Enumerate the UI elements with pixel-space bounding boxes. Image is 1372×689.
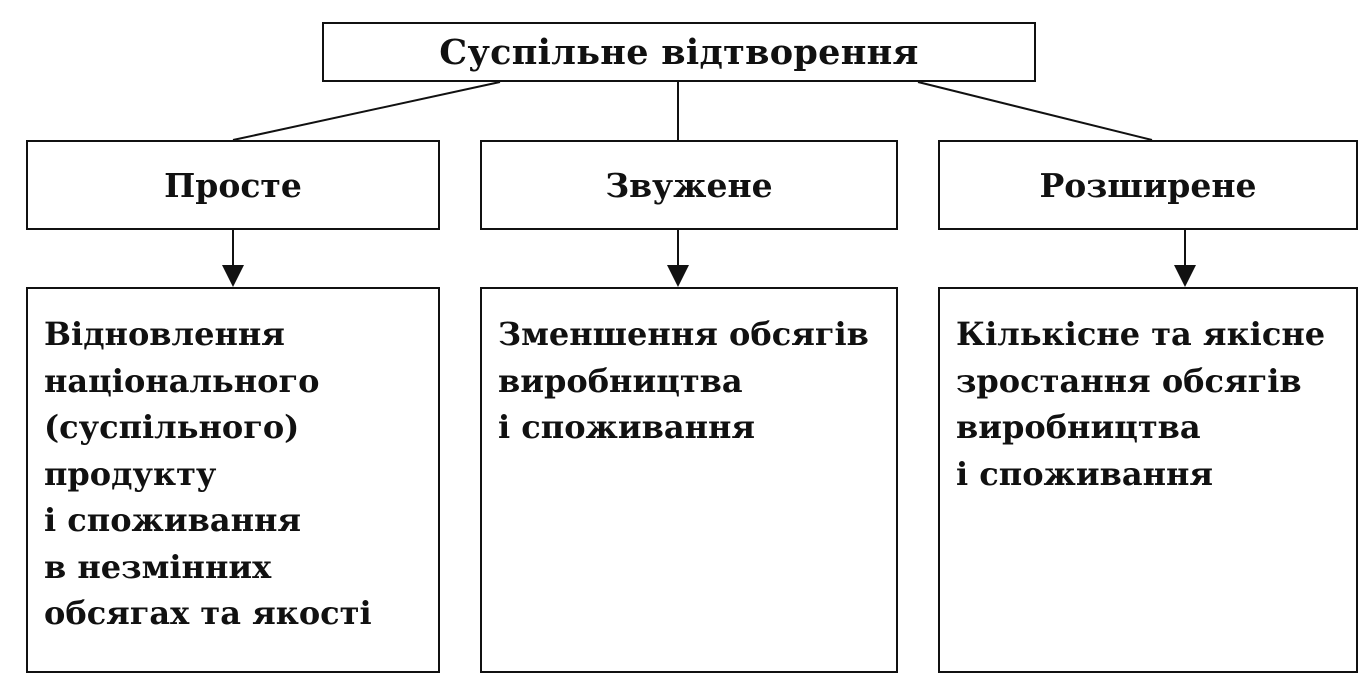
description-line: зростання обсягів (956, 361, 1302, 400)
type-label-proste: Просте (164, 165, 302, 205)
description-line: Кількісне та якісне (956, 315, 1326, 353)
description-line: Відновлення (44, 315, 285, 353)
description-line: і споживання (956, 454, 1214, 493)
arrowhead-zvuzhene-icon (667, 265, 689, 287)
description-box-rozshyrene: Кількісне та якісне зростання обсягів ви… (938, 287, 1358, 673)
description-line: і споживання (44, 501, 302, 539)
connector-root-to-proste (232, 81, 501, 141)
description-line: виробництва (498, 361, 743, 400)
description-line: обсягах та якості (44, 594, 372, 632)
root-node-label: Суспільне відтворення (439, 31, 919, 73)
description-line: виробництва (956, 408, 1201, 446)
description-line: національного (44, 361, 320, 400)
type-node-rozshyrene: Розширене (938, 140, 1358, 230)
connector-root-to-rozshyrene (917, 81, 1153, 141)
type-label-zvuzhene: Звужене (605, 165, 773, 205)
arrowhead-proste-icon (222, 265, 244, 287)
description-line: в незмінних (44, 547, 272, 586)
description-box-zvuzhene: Зменшення обсягів виробництва і споживан… (480, 287, 898, 673)
type-label-rozshyrene: Розширене (1039, 165, 1257, 205)
description-line: Зменшення обсягів (498, 315, 869, 353)
description-line: (суспільного) (44, 408, 300, 446)
description-line: і споживання (498, 408, 756, 446)
type-node-proste: Просте (26, 140, 440, 230)
type-node-zvuzhene: Звужене (480, 140, 898, 230)
description-line: продукту (44, 454, 217, 493)
arrowhead-rozshyrene-icon (1174, 265, 1196, 287)
description-box-proste: Відновлення національного (суспільного) … (26, 287, 440, 673)
root-node-box: Суспільне відтворення (322, 22, 1036, 82)
